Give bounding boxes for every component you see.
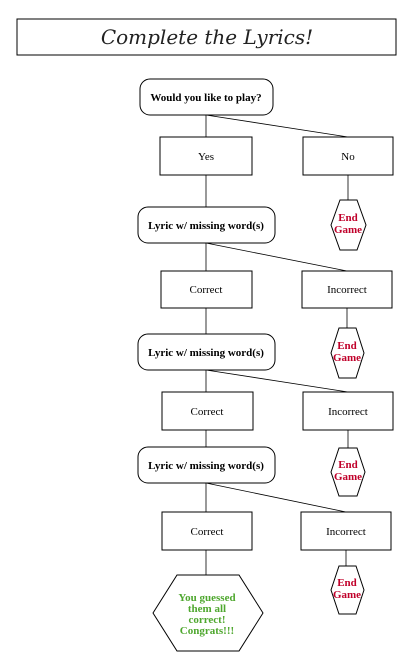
no-node (302, 136, 394, 176)
edge-start-no (205, 114, 349, 138)
end-node-1 (330, 199, 367, 251)
end-label-3a: End (338, 459, 358, 471)
title: Complete the Lyrics! (101, 25, 313, 49)
yes-label: Yes (198, 151, 214, 163)
win-label-2: them all (188, 603, 226, 615)
start-label: Would you like to play? (150, 92, 261, 104)
correct-node-2 (161, 391, 254, 431)
no-label: No (341, 151, 355, 163)
title-box (16, 18, 397, 56)
lyric-node-1 (137, 206, 276, 244)
incorrect-node-3 (300, 511, 392, 551)
correct-node-3 (161, 511, 253, 551)
lyric-label-1: Lyric w/ missing word(s) (148, 220, 264, 232)
end-node-2 (330, 327, 365, 379)
correct-label-1: Correct (190, 284, 223, 296)
correct-label-2: Correct (191, 406, 224, 418)
lyric-node-3 (137, 446, 276, 484)
end-label-3b: Game (334, 471, 362, 483)
correct-label-3: Correct (191, 526, 224, 538)
lyric-node-2 (137, 333, 276, 371)
win-node (152, 574, 264, 652)
lyric-label-3: Lyric w/ missing word(s) (148, 460, 264, 472)
end-node-4 (330, 565, 365, 615)
incorrect-label-2: Incorrect (328, 406, 368, 418)
incorrect-node-1 (301, 270, 393, 309)
edges (205, 114, 349, 575)
end-label-4b: Game (333, 589, 361, 601)
win-label-1: You guessed (178, 592, 235, 604)
end-node-3 (330, 447, 366, 497)
end-label-4a: End (337, 577, 357, 589)
end-label-1b: Game (334, 224, 362, 236)
win-label-3: correct! (188, 614, 225, 626)
yes-node (159, 136, 253, 176)
incorrect-label-3: Incorrect (326, 526, 366, 538)
end-label-2b: Game (333, 352, 361, 364)
lyric-label-2: Lyric w/ missing word(s) (148, 347, 264, 359)
win-label-4: Congrats!!! (180, 625, 234, 637)
correct-node-1 (160, 270, 253, 309)
end-label-2a: End (337, 340, 357, 352)
edge-lyric2-incorrect2 (205, 369, 349, 393)
edge-lyric1-incorrect1 (205, 242, 348, 272)
end-label-1a: End (338, 212, 358, 224)
incorrect-node-2 (302, 391, 394, 431)
incorrect-label-1: Incorrect (327, 284, 367, 296)
edge-lyric3-incorrect3 (205, 482, 347, 513)
start-node (139, 78, 274, 116)
